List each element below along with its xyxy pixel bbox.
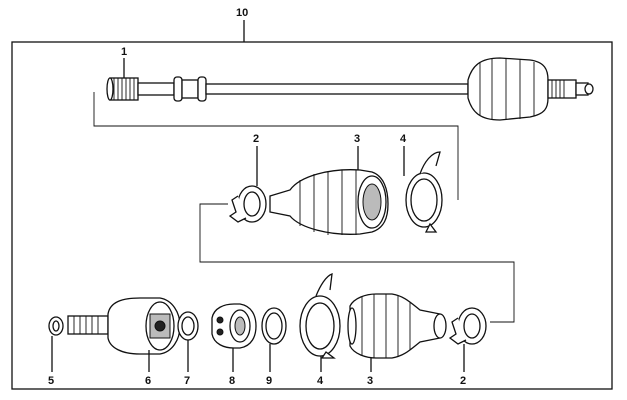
callout-bot-circlip: 5: [48, 375, 54, 387]
callout-mid-clip: 2: [253, 133, 259, 145]
callout-bot-boot: 3: [367, 375, 373, 387]
mid-inner-boot: [269, 169, 389, 235]
bot-outer-race: [67, 297, 181, 355]
mid-boot-band: [405, 151, 443, 233]
callout-mid-boot: 3: [354, 133, 360, 145]
callout-bot-cage: 8: [229, 375, 235, 387]
diagram-frame: [11, 41, 613, 390]
bot-bearing-cage: [211, 303, 257, 349]
bot-retaining-ring: [261, 307, 287, 345]
callout-bot-ring: 9: [266, 375, 272, 387]
callout-assembly: 10: [236, 7, 248, 19]
bot-boot-clip: [448, 307, 487, 345]
callout-top-shaft: 1: [121, 46, 127, 58]
callout-bot-band: 4: [317, 375, 324, 387]
bot-boot-band: [299, 273, 341, 359]
callout-bot-snap-ring: 7: [184, 375, 190, 387]
bot-circlip: [48, 316, 64, 336]
bot-snap-ring: [177, 311, 199, 341]
callout-bot-outer-race: 6: [145, 375, 151, 387]
drive-shaft-assembly: [106, 57, 594, 121]
connector-middle-bottom: [199, 203, 515, 323]
callout-bot-clip: 2: [460, 375, 466, 387]
connector-top-middle: [93, 92, 459, 200]
bot-inner-boot: [347, 293, 447, 359]
callout-mid-band: 4: [400, 133, 407, 145]
mid-boot-clip: [228, 185, 267, 223]
